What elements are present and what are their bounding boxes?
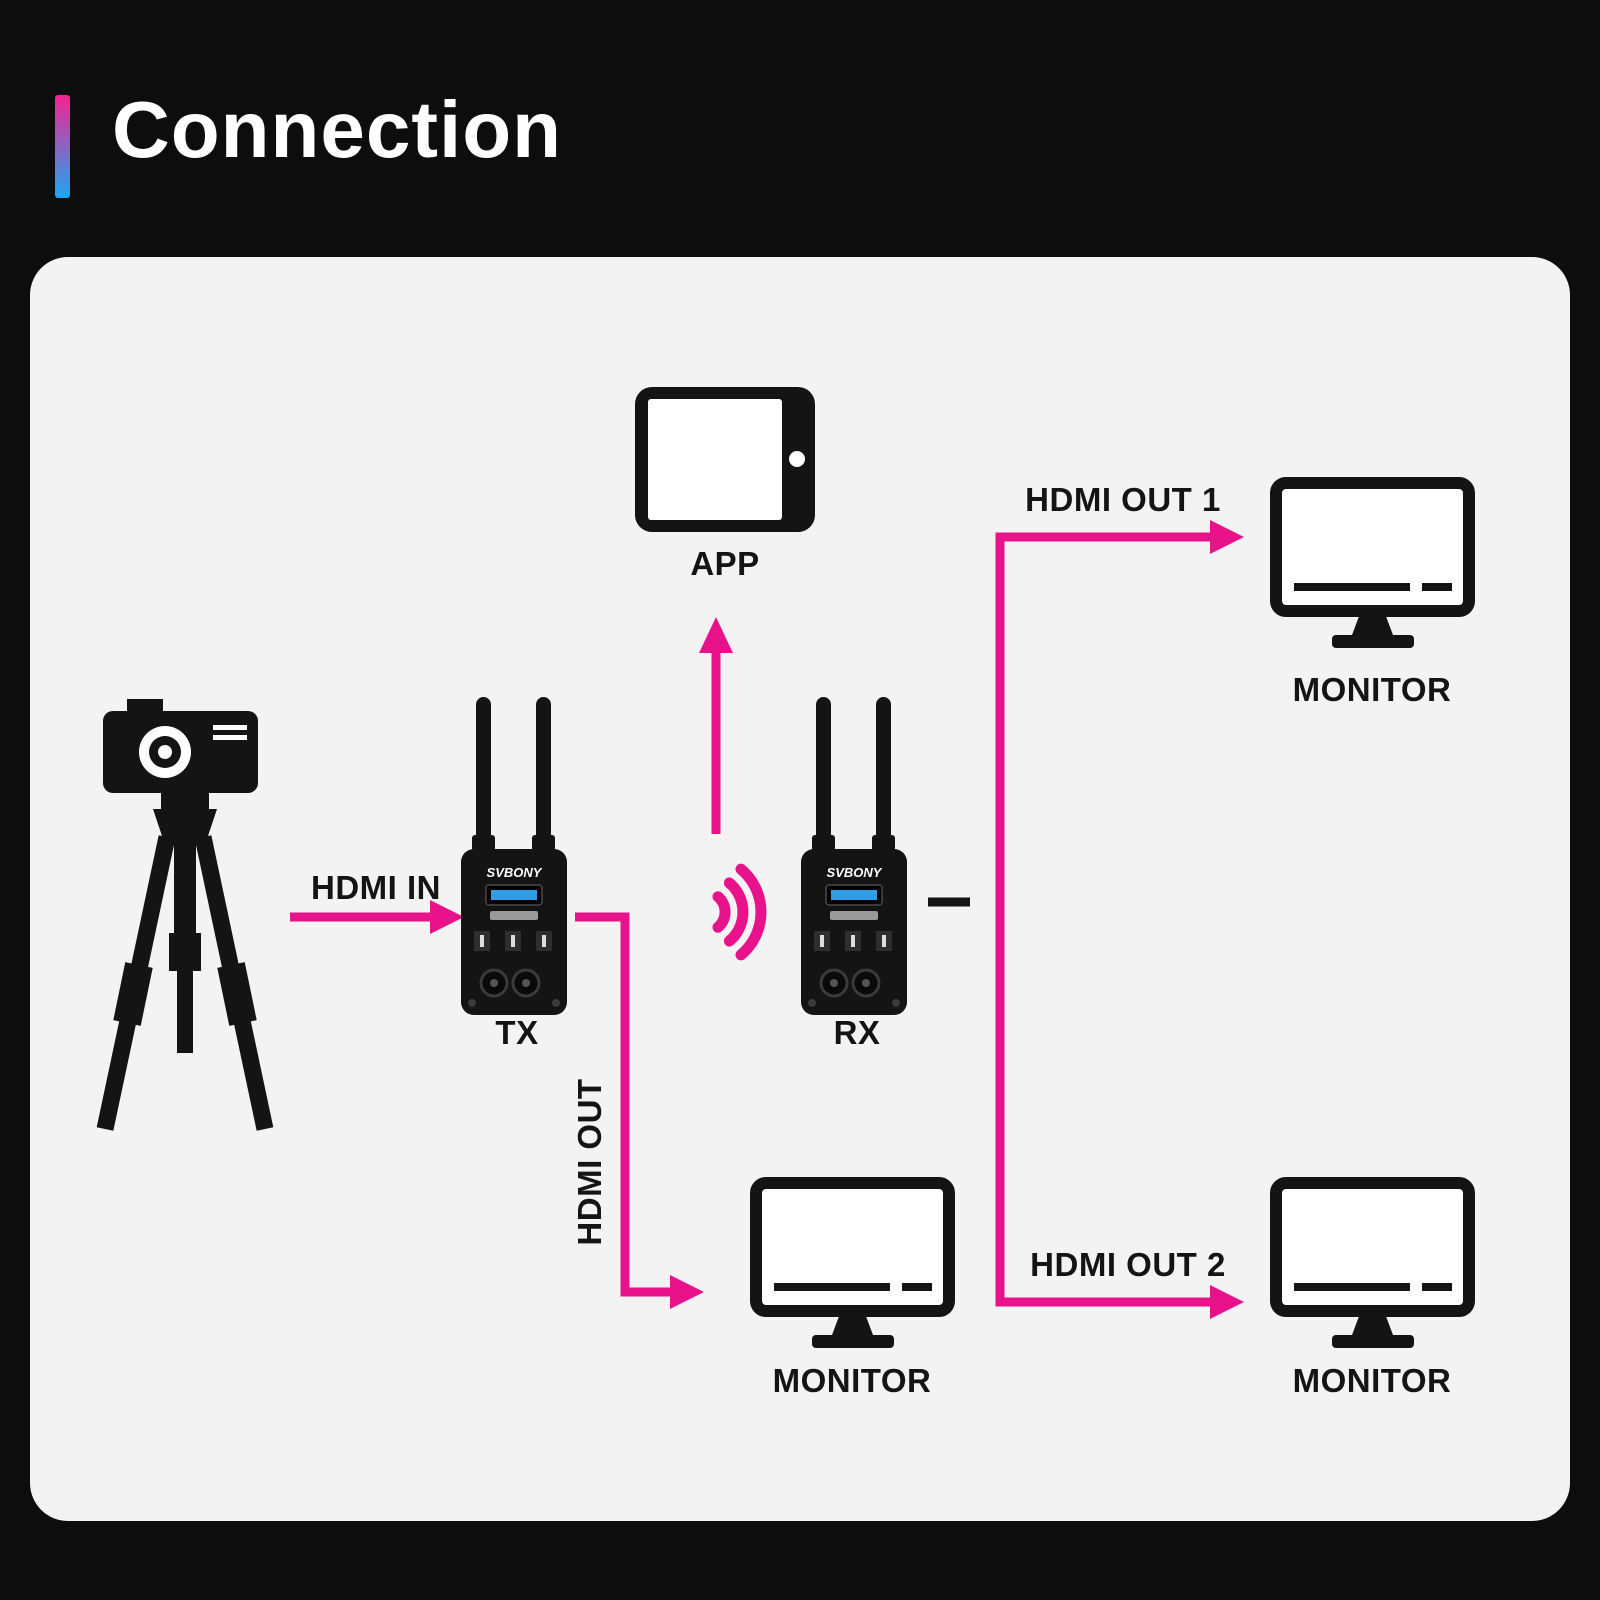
device-brand-text: SVBONY: [487, 865, 543, 880]
app-up-arrow: [699, 617, 733, 834]
tx-transmitter-icon: SVBONY: [461, 697, 567, 1015]
connector-lines: [290, 520, 1244, 1319]
rx-distribution-lines: [995, 520, 1244, 1319]
diagram-panel: APP HDMI IN SVB: [30, 257, 1570, 1521]
monitor-icon-top-right: [1270, 477, 1475, 648]
hdmi-out-1-label: HDMI OUT 1: [1025, 481, 1221, 518]
tx-hdmi-out-line: [575, 912, 704, 1309]
hdmi-out-2-label: HDMI OUT 2: [1030, 1246, 1226, 1283]
wireless-signal-icon: [712, 863, 767, 961]
monitor-icon-bottom-center: [750, 1177, 955, 1348]
monitor-top-right-label: MONITOR: [1292, 671, 1452, 708]
monitor-bottom-right-label: MONITOR: [1292, 1362, 1452, 1399]
hdmi-in-arrow: [290, 900, 464, 934]
page-title: Connection: [112, 85, 562, 174]
rx-label: RX: [833, 1014, 881, 1051]
device-brand-text: SVBONY: [827, 865, 883, 880]
hdmi-in-label: HDMI IN: [311, 869, 441, 906]
monitor-bottom-center-label: MONITOR: [772, 1362, 932, 1399]
monitor-icon-bottom-right: [1270, 1177, 1475, 1348]
app-label: APP: [690, 545, 760, 582]
tablet-icon: [635, 387, 815, 532]
tx-label: TX: [495, 1014, 539, 1051]
camera-tripod-icon: [96, 699, 274, 1131]
hdmi-out-label: HDMI OUT: [571, 1078, 608, 1246]
rx-receiver-icon: SVBONY: [801, 697, 907, 1015]
title-accent-bar: [55, 95, 70, 198]
